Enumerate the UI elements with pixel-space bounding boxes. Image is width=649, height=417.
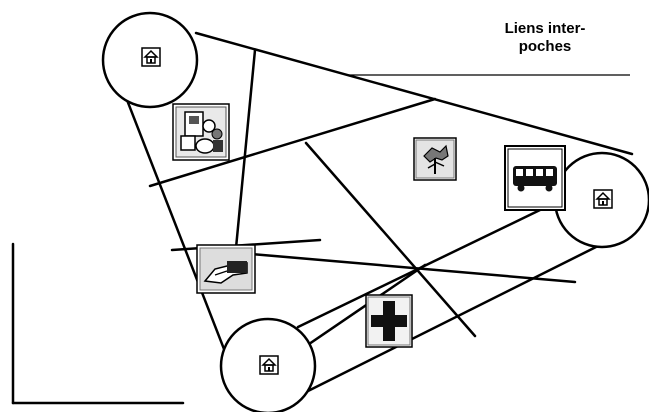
house-icon xyxy=(141,47,161,67)
house-icon xyxy=(593,189,613,209)
medical-cross-icon xyxy=(365,294,413,348)
edge-bottom-right xyxy=(298,243,602,397)
legend-title: Liens inter- poches xyxy=(470,20,620,56)
line-center-diagonal xyxy=(304,141,477,338)
legend-title-line2: poches xyxy=(518,38,572,55)
line-top-hatch xyxy=(234,48,257,250)
tree-icon xyxy=(413,137,457,181)
edge-left xyxy=(118,80,240,387)
house-icon xyxy=(259,355,279,375)
edge-top xyxy=(194,31,634,156)
grocery-icon xyxy=(172,103,230,161)
line-mid-left xyxy=(148,97,437,188)
line-center-horizontal xyxy=(238,251,577,284)
bus-icon xyxy=(504,145,566,211)
payment-icon xyxy=(196,244,256,294)
legend-title-line1: Liens inter- xyxy=(504,20,586,37)
